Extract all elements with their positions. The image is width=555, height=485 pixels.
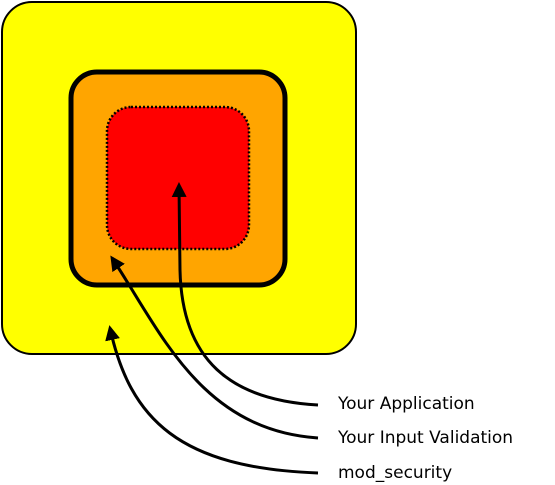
arrow-to-application bbox=[171, 182, 319, 407]
arrow-to-input-validation bbox=[110, 255, 319, 440]
inner-layer-application bbox=[105, 105, 251, 251]
label-mod-security: mod_security bbox=[338, 463, 452, 483]
arrow-to-mod-security bbox=[105, 325, 319, 475]
label-your-application: Your Application bbox=[337, 394, 475, 414]
label-your-input-validation: Your Input Validation bbox=[337, 428, 513, 448]
